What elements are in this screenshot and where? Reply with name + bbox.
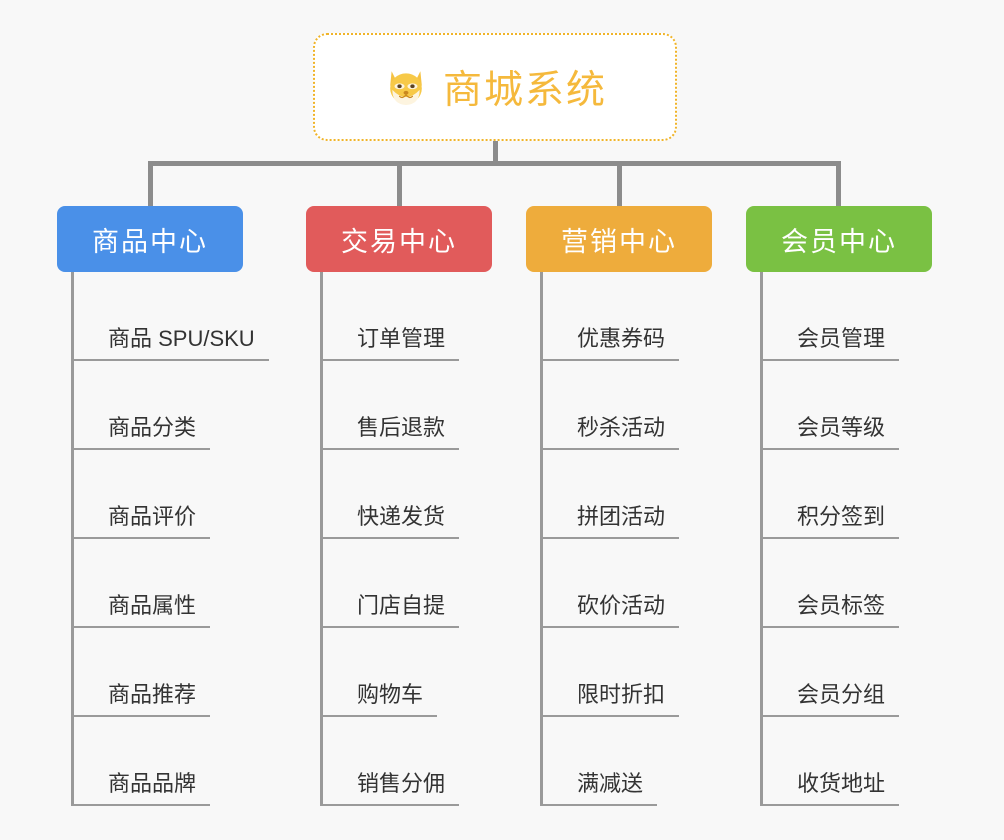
leaf-item[interactable]: 订单管理 xyxy=(323,272,492,361)
column-marketing-center: 营销中心优惠券码秒杀活动拼团活动砍价活动限时折扣满减送 xyxy=(526,206,712,806)
leaf-item-label: 销售分佣 xyxy=(323,766,460,806)
connector-root-stub xyxy=(493,141,498,165)
leaf-list-product-center: 商品 SPU/SKU 商品分类商品评价商品属性商品推荐商品品牌 xyxy=(71,272,269,806)
leaf-item-label: 售后退款 xyxy=(323,410,460,450)
leaf-item-label: 会员分组 xyxy=(763,677,900,717)
leaf-item-label: 商品 SPU/SKU xyxy=(74,321,269,361)
leaf-item[interactable]: 拼团活动 xyxy=(543,450,712,539)
leaf-item[interactable]: 满减送 xyxy=(543,717,712,806)
leaf-list-marketing-center: 优惠券码秒杀活动拼团活动砍价活动限时折扣满减送 xyxy=(540,272,712,806)
leaf-item[interactable]: 优惠券码 xyxy=(543,272,712,361)
leaf-item[interactable]: 会员标签 xyxy=(763,539,932,628)
leaf-item-label: 商品推荐 xyxy=(74,677,211,717)
column-member-center: 会员中心会员管理会员等级积分签到会员标签会员分组收货地址 xyxy=(746,206,932,806)
leaf-item[interactable]: 商品属性 xyxy=(74,539,269,628)
leaf-item-label: 优惠券码 xyxy=(543,321,680,361)
category-header-trade-center[interactable]: 交易中心 xyxy=(306,206,492,272)
connector-drop-product-center xyxy=(148,161,153,208)
leaf-list-trade-center: 订单管理售后退款快递发货门店自提购物车销售分佣 xyxy=(320,272,492,806)
leaf-item[interactable]: 快递发货 xyxy=(323,450,492,539)
category-header-label: 营销中心 xyxy=(561,226,677,257)
leaf-item-label: 会员标签 xyxy=(763,588,900,628)
leaf-item[interactable]: 会员管理 xyxy=(763,272,932,361)
root-node-mall-system[interactable]: 商城系统 xyxy=(313,33,677,141)
leaf-item-label: 限时折扣 xyxy=(543,677,680,717)
column-product-center: 商品中心商品 SPU/SKU 商品分类商品评价商品属性商品推荐商品品牌 xyxy=(57,206,269,806)
leaf-item[interactable]: 砍价活动 xyxy=(543,539,712,628)
leaf-item-label: 商品分类 xyxy=(74,410,211,450)
leaf-list-member-center: 会员管理会员等级积分签到会员标签会员分组收货地址 xyxy=(760,272,932,806)
root-title: 商城系统 xyxy=(442,69,607,112)
category-header-label: 商品中心 xyxy=(92,226,208,257)
leaf-item-label: 商品评价 xyxy=(74,499,211,539)
leaf-item[interactable]: 积分签到 xyxy=(763,450,932,539)
category-header-label: 交易中心 xyxy=(341,226,457,257)
leaf-item[interactable]: 收货地址 xyxy=(763,717,932,806)
leaf-item-label: 会员等级 xyxy=(763,410,900,450)
leaf-item[interactable]: 商品推荐 xyxy=(74,628,269,717)
connector-drop-marketing-center xyxy=(617,161,622,208)
leaf-item[interactable]: 商品分类 xyxy=(74,361,269,450)
shiba-dog-face-icon xyxy=(383,64,429,110)
leaf-item-label: 满减送 xyxy=(543,766,658,806)
leaf-item-label: 会员管理 xyxy=(763,321,900,361)
leaf-item-label: 快递发货 xyxy=(323,499,460,539)
leaf-item-label: 门店自提 xyxy=(323,588,460,628)
leaf-item-label: 商品品牌 xyxy=(74,766,211,806)
leaf-item-label: 拼团活动 xyxy=(543,499,680,539)
leaf-item-label: 砍价活动 xyxy=(543,588,680,628)
connector-horizontal-bus xyxy=(148,161,841,166)
leaf-item-label: 秒杀活动 xyxy=(543,410,680,450)
leaf-item[interactable]: 商品品牌 xyxy=(74,717,269,806)
leaf-item[interactable]: 购物车 xyxy=(323,628,492,717)
leaf-item[interactable]: 秒杀活动 xyxy=(543,361,712,450)
leaf-item[interactable]: 门店自提 xyxy=(323,539,492,628)
leaf-item[interactable]: 售后退款 xyxy=(323,361,492,450)
leaf-item[interactable]: 商品 SPU/SKU xyxy=(74,272,269,361)
leaf-item[interactable]: 会员分组 xyxy=(763,628,932,717)
leaf-item[interactable]: 限时折扣 xyxy=(543,628,712,717)
leaf-item-label: 积分签到 xyxy=(763,499,900,539)
connector-drop-member-center xyxy=(836,161,841,208)
category-header-label: 会员中心 xyxy=(781,226,897,257)
leaf-item-label: 购物车 xyxy=(323,677,438,717)
column-trade-center: 交易中心订单管理售后退款快递发货门店自提购物车销售分佣 xyxy=(306,206,492,806)
category-header-marketing-center[interactable]: 营销中心 xyxy=(526,206,712,272)
leaf-item[interactable]: 销售分佣 xyxy=(323,717,492,806)
leaf-item-label: 收货地址 xyxy=(763,766,900,806)
leaf-item[interactable]: 会员等级 xyxy=(763,361,932,450)
leaf-item-label: 订单管理 xyxy=(323,321,460,361)
category-header-product-center[interactable]: 商品中心 xyxy=(57,206,243,272)
leaf-item-label: 商品属性 xyxy=(74,588,211,628)
connector-drop-trade-center xyxy=(397,161,402,208)
category-header-member-center[interactable]: 会员中心 xyxy=(746,206,932,272)
leaf-item[interactable]: 商品评价 xyxy=(74,450,269,539)
